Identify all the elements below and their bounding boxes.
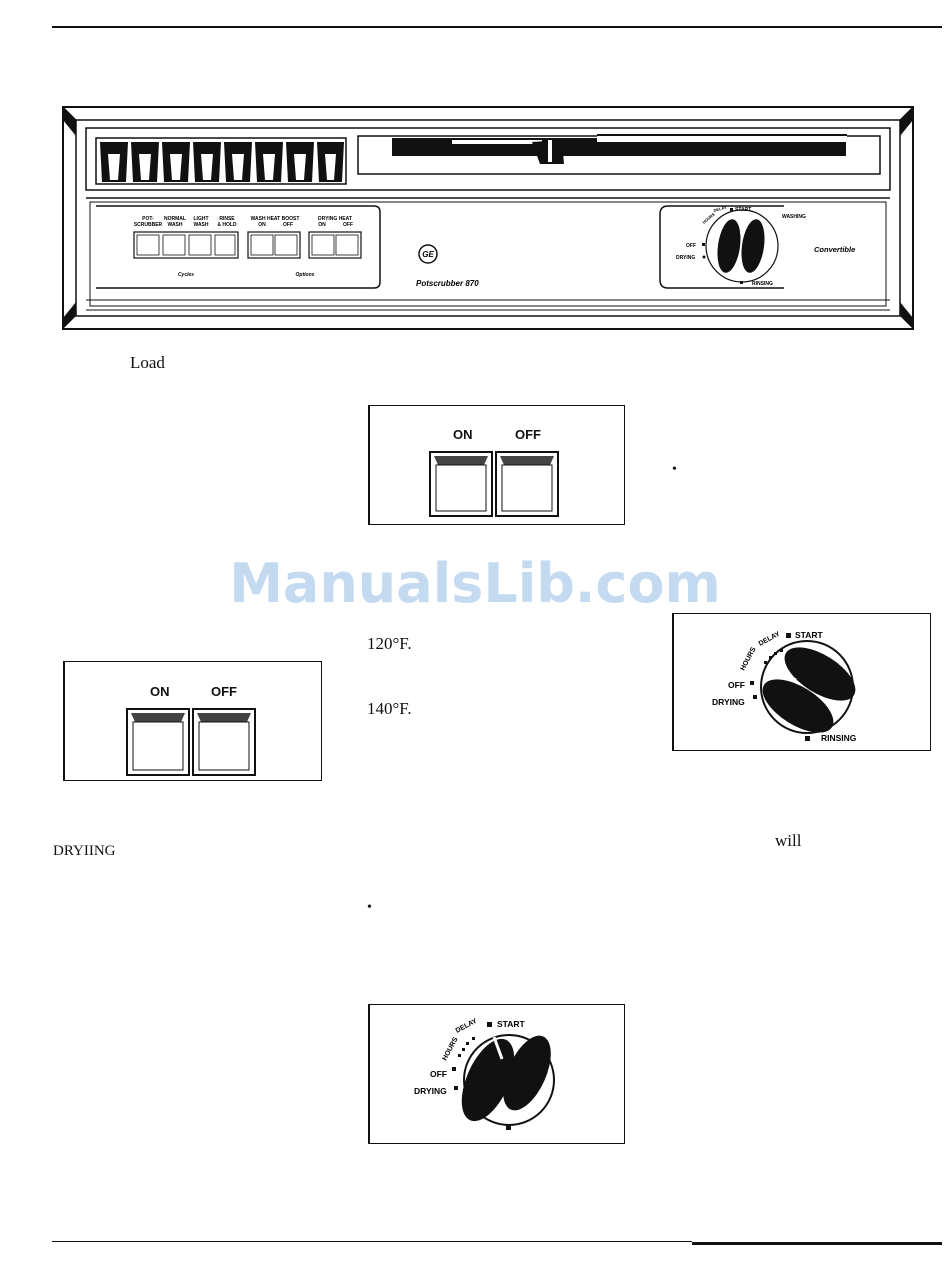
text-load: Load [130, 353, 165, 372]
watermark: ManualsLib.com [229, 552, 721, 615]
dial-box-1-off: OFF [728, 680, 745, 690]
dial-box-1: HOURS DELAY START OFF DRYING RINSING [672, 613, 931, 751]
svg-text:ON: ON [258, 222, 266, 228]
dial-box-2-start: START [497, 1019, 526, 1029]
control-panel-illustration: POT- SCRUBBER NORMAL WASH LIGHT WASH RIN… [62, 106, 914, 330]
dial-box-1-delay: DELAY [758, 631, 782, 648]
btn-label-1b: SCRUBBER [134, 222, 163, 228]
svg-text:Options: Options [296, 272, 315, 278]
text-120: 120°F. [367, 634, 412, 653]
dial-box-2-drying: DRYING [414, 1086, 447, 1096]
svg-text:DRYING: DRYING [676, 255, 695, 261]
switch-box-2-off-label: OFF [211, 684, 237, 699]
dial-box-1-start: START [795, 630, 824, 640]
bottom-rule-right [692, 1242, 942, 1245]
svg-text:& HOLD: & HOLD [217, 222, 237, 228]
bullet-2: • [367, 900, 372, 915]
btn-label-1a: POT- [142, 216, 154, 222]
dial-box-2-delay: DELAY [455, 1018, 479, 1035]
switch-box-1-buttons [429, 451, 559, 517]
ge-logo-icon [418, 244, 438, 264]
top-rule [52, 26, 942, 28]
svg-text:START: START [735, 207, 751, 213]
svg-text:RINSING: RINSING [752, 281, 773, 287]
switch-box-2-on-label: ON [150, 684, 170, 699]
dial-box-2: HOURS DELAY START OFF DRYING [368, 1004, 625, 1144]
dial-box-2-hours: HOURS [442, 1036, 460, 1062]
text-will: will [775, 831, 802, 850]
svg-text:GE: GE [422, 250, 434, 259]
svg-text:LIGHT: LIGHT [194, 216, 209, 222]
svg-text:OFF: OFF [343, 222, 353, 228]
svg-text:WASHING: WASHING [782, 214, 806, 220]
svg-text:WASH: WASH [194, 222, 209, 228]
switch-box-2: ON OFF [63, 661, 322, 781]
svg-text:DELAY: DELAY [713, 205, 727, 213]
svg-text:WASH HEAT BOOST: WASH HEAT BOOST [251, 216, 300, 222]
svg-text:NORMAL: NORMAL [164, 216, 186, 222]
svg-text:DRYING HEAT: DRYING HEAT [318, 216, 352, 222]
svg-text:WASH: WASH [168, 222, 183, 228]
svg-text:Potscrubber 870: Potscrubber 870 [416, 279, 479, 288]
svg-text:ON: ON [318, 222, 326, 228]
svg-text:Convertible: Convertible [814, 245, 855, 254]
dial-box-1-hours: HOURS [740, 646, 758, 672]
svg-text:OFF: OFF [686, 243, 696, 249]
text-dryiing: DRYIING [53, 843, 116, 859]
bottom-rule [52, 1241, 692, 1242]
dial-box-1-drying: DRYING [712, 697, 745, 707]
switch-box-1-off-label: OFF [515, 427, 541, 442]
switch-box-1: ON OFF [368, 405, 625, 525]
switch-box-1-on-label: ON [453, 427, 473, 442]
svg-text:OFF: OFF [283, 222, 293, 228]
svg-text:RINSE: RINSE [219, 216, 235, 222]
dial-box-1-rinsing: RINSING [821, 733, 857, 743]
svg-text:Cycles: Cycles [178, 272, 194, 278]
switch-box-2-buttons [126, 708, 256, 776]
text-140: 140°F. [367, 699, 412, 718]
dial-box-2-off: OFF [430, 1069, 447, 1079]
bullet-1: • [672, 462, 677, 477]
